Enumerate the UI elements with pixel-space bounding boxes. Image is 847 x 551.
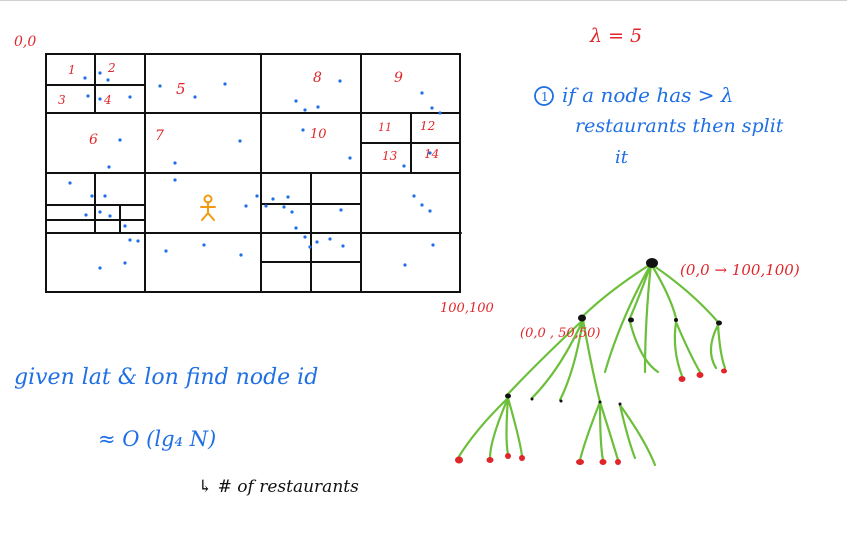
- tree-leaf-node: [519, 455, 525, 461]
- end-corner-label: 100,100: [440, 301, 494, 316]
- root-range-label: (0,0 → 100,100): [680, 261, 800, 279]
- cell-number: 6: [89, 132, 98, 148]
- tree-leaf-node: [505, 453, 511, 459]
- tree-root-node: [646, 258, 658, 268]
- tree-leaf-node: [678, 376, 686, 382]
- person-icon: [200, 194, 216, 221]
- tree-leaf-node: [455, 456, 463, 464]
- cell-number: 9: [394, 70, 403, 86]
- quadtree-grid: [45, 53, 462, 293]
- tree-edges: [456, 262, 727, 467]
- tree-leaf-node: [615, 459, 621, 465]
- tree-leaf-node: [576, 459, 584, 465]
- rule-line-1: if a node has > λ: [562, 83, 734, 107]
- n-meaning-note: ↳ # of restaurants: [198, 477, 359, 497]
- query-note: given lat & lon find node id: [14, 365, 318, 390]
- child-range-label: (0,0 , 50,50): [520, 326, 600, 341]
- tree-child-node: [628, 317, 634, 323]
- tree-leaf-nodes: [455, 368, 727, 465]
- tree-leaf-node: [696, 372, 704, 378]
- origin-label: 0,0: [14, 34, 36, 50]
- cell-number: 2: [107, 61, 116, 75]
- tree-nodes: [505, 258, 722, 406]
- cell-number: 13: [382, 149, 398, 163]
- rule-number: 1: [541, 90, 549, 104]
- cell-number: 5: [176, 80, 186, 98]
- cell-number: 14: [424, 147, 439, 161]
- lambda-label: λ = 5: [589, 25, 642, 47]
- cell-number: 8: [313, 70, 322, 86]
- tree-grandchild-node: [505, 393, 511, 399]
- cell-number: 4: [103, 93, 112, 107]
- top-border: [0, 0, 847, 1]
- cell-number: 1: [68, 63, 76, 77]
- rule-line-3: it: [615, 147, 629, 168]
- cell-number: 12: [420, 119, 435, 133]
- restaurant-points: [68, 71, 442, 270]
- tree-child-node: [578, 314, 586, 322]
- cell-number: 3: [58, 93, 66, 107]
- rule-line-2: restaurants then split: [575, 115, 784, 137]
- cell-number: 10: [310, 127, 327, 142]
- complexity-note: ≈ O (lg₄ N): [98, 427, 216, 451]
- rule-number-badge: 1: [534, 86, 554, 106]
- tree-leaf-node: [721, 368, 727, 374]
- tree-leaf-node: [486, 457, 494, 463]
- cell-number: 11: [378, 121, 392, 134]
- cell-number: 7: [155, 128, 164, 144]
- tree-child-node: [716, 320, 722, 326]
- tree-child-node: [674, 318, 678, 322]
- tree-leaf-node: [599, 459, 607, 465]
